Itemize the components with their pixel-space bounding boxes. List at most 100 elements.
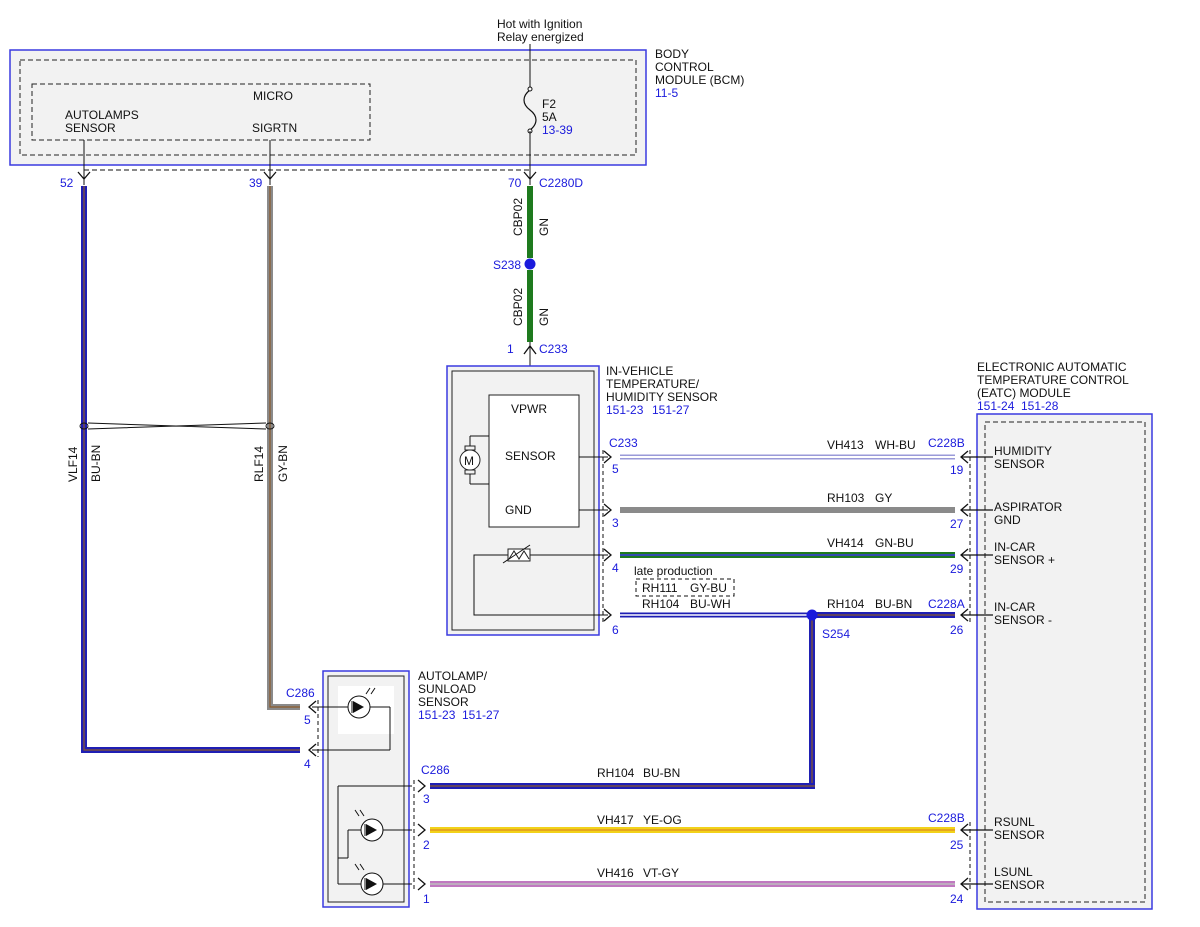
splice-s254 xyxy=(806,609,818,621)
autolamps-label-1: AUTOLAMPS xyxy=(65,108,139,122)
photodiode-icon xyxy=(354,863,384,896)
late-production-note: late production xyxy=(634,564,713,578)
rh104-lower-color: BU-BN xyxy=(643,766,680,780)
c233-top-label: C233 xyxy=(539,342,568,356)
bcm-connector-label: C2280D xyxy=(539,176,583,190)
rh103-circuit: RH103 xyxy=(827,491,865,505)
rlf14-color: GY-BN xyxy=(276,445,290,482)
ivts-title-3: HUMIDITY SENSOR xyxy=(606,390,718,404)
autolamp-ref-2: 151-27 xyxy=(462,708,500,722)
vh417-circuit: VH417 xyxy=(597,813,634,827)
autolamp-title-1: AUTOLAMP/ xyxy=(418,669,488,683)
vh416-circuit: VH416 xyxy=(597,866,634,880)
ivts-pin-6: 6 xyxy=(612,623,619,637)
splice-s238 xyxy=(524,258,536,270)
micro-label: MICRO xyxy=(253,89,293,103)
fuse-ref: 13-39 xyxy=(542,123,573,137)
cbp02-upper-circuit: CBP02 xyxy=(511,198,525,236)
supply-label-1: Hot with Ignition xyxy=(497,17,582,31)
rsunl-label-1: RSUNL xyxy=(994,815,1035,829)
eatc-ref-1: 151-24 xyxy=(977,399,1015,413)
c286-pin-5: 5 xyxy=(304,713,311,727)
c286-top-label: C286 xyxy=(286,686,315,700)
rh104-bu-wh-color: BU-WH xyxy=(690,597,731,611)
vpwr-label: VPWR xyxy=(511,402,547,416)
ivts-pin-3: 3 xyxy=(612,516,619,530)
fuse-icon xyxy=(523,89,537,131)
ivts-pin-4: 4 xyxy=(612,561,619,575)
eatc-module: ELECTRONIC AUTOMATIC TEMPERATURE CONTROL… xyxy=(976,360,1153,910)
bcm-module: MICRO AUTOLAMPS SENSOR SIGRTN BODY CONTR… xyxy=(9,47,744,166)
bcm-pin-39: 39 xyxy=(249,176,263,190)
rh111-circuit: RH111 xyxy=(642,581,678,595)
incar-plus-label-1: IN-CAR xyxy=(994,540,1036,554)
ivts-sensor-label: SENSOR xyxy=(505,449,556,463)
ivts-gnd-label: GND xyxy=(505,503,532,517)
humidity-sensor-label-2: SENSOR xyxy=(994,457,1045,471)
eatc-title-2: TEMPERATURE CONTROL xyxy=(977,373,1129,387)
wire-rlf14 xyxy=(267,186,300,710)
bcm-title-2: CONTROL xyxy=(655,60,714,74)
s238-label: S238 xyxy=(493,258,521,272)
ivts-title-1: IN-VEHICLE xyxy=(606,364,673,378)
vh414-color: GN-BU xyxy=(875,536,914,550)
rh103-color: GY xyxy=(875,491,892,505)
vh413-color: WH-BU xyxy=(875,438,916,452)
ivts-ref-2: 151-27 xyxy=(652,403,690,417)
rh111-color: GY-BU xyxy=(690,581,727,595)
supply-label-2: Relay energized xyxy=(497,30,584,44)
motor-icon: M xyxy=(459,435,489,485)
autolamp-ref-1: 151-23 xyxy=(418,708,456,722)
incar-plus-label-2: SENSOR + xyxy=(994,553,1055,567)
c228b-bottom-label: C228B xyxy=(928,811,965,825)
vh417-color: YE-OG xyxy=(643,813,682,827)
rh104-bu-bn-circuit: RH104 xyxy=(827,597,865,611)
eatc-pin-25: 25 xyxy=(950,838,964,852)
autolamp-sensor: AUTOLAMP/ SUNLOAD SENSOR 151-23 151-27 xyxy=(312,669,500,908)
bcm-pin-52: 52 xyxy=(60,176,74,190)
bcm-pin-70: 70 xyxy=(508,176,522,190)
svg-text:M: M xyxy=(464,454,474,468)
vh414-circuit: VH414 xyxy=(827,536,864,550)
c228a-label: C228A xyxy=(928,597,965,611)
incar-minus-label-1: IN-CAR xyxy=(994,600,1036,614)
vh416-color: VT-GY xyxy=(643,866,679,880)
c286-pin-2: 2 xyxy=(423,838,430,852)
c233-pin-1: 1 xyxy=(507,342,514,356)
ivts-pin-5: 5 xyxy=(612,462,619,476)
c286-pin-4: 4 xyxy=(304,757,311,771)
c286-bottom-label: C286 xyxy=(421,763,450,777)
bcm-ref: 11-5 xyxy=(655,86,678,100)
bcm-title-1: BODY xyxy=(655,47,689,61)
eatc-pin-24: 24 xyxy=(950,892,964,906)
rh104-bu-wh-circuit: RH104 xyxy=(642,597,680,611)
eatc-pin-27: 27 xyxy=(950,517,964,531)
cbp02-lower-circuit: CBP02 xyxy=(511,288,525,326)
eatc-title-1: ELECTRONIC AUTOMATIC xyxy=(977,360,1127,374)
aspirator-gnd-label-2: GND xyxy=(994,513,1021,527)
autolamp-title-2: SUNLOAD xyxy=(418,682,476,696)
sigrtn-label: SIGRTN xyxy=(252,121,297,135)
eatc-pin-29: 29 xyxy=(950,562,964,576)
c286-pin-1: 1 xyxy=(423,892,430,906)
rsunl-label-2: SENSOR xyxy=(994,828,1045,842)
bcm-title-3: MODULE (BCM) xyxy=(655,73,744,87)
fuse-name: F2 xyxy=(542,97,556,111)
ivts-title-2: TEMPERATURE/ xyxy=(606,377,700,391)
wire-vlf14 xyxy=(81,186,300,753)
c286-pin-3: 3 xyxy=(423,792,430,806)
eatc-ref-2: 151-28 xyxy=(1021,399,1059,413)
fuse-rating: 5A xyxy=(542,110,557,124)
vlf14-color: BU-BN xyxy=(89,445,103,482)
thermistor-icon xyxy=(502,544,531,564)
s254-label: S254 xyxy=(822,627,850,641)
lsunl-label-1: LSUNL xyxy=(994,865,1033,879)
eatc-pin-19: 19 xyxy=(950,463,964,477)
twisted-pair-icon xyxy=(79,422,275,430)
rh104-bu-bn-color: BU-BN xyxy=(875,597,912,611)
cbp02-upper-color: GN xyxy=(537,218,551,236)
c228b-top-label: C228B xyxy=(928,436,965,450)
ivts-connector-label: C233 xyxy=(609,436,638,450)
humidity-sensor-label-1: HUMIDITY xyxy=(994,444,1052,458)
